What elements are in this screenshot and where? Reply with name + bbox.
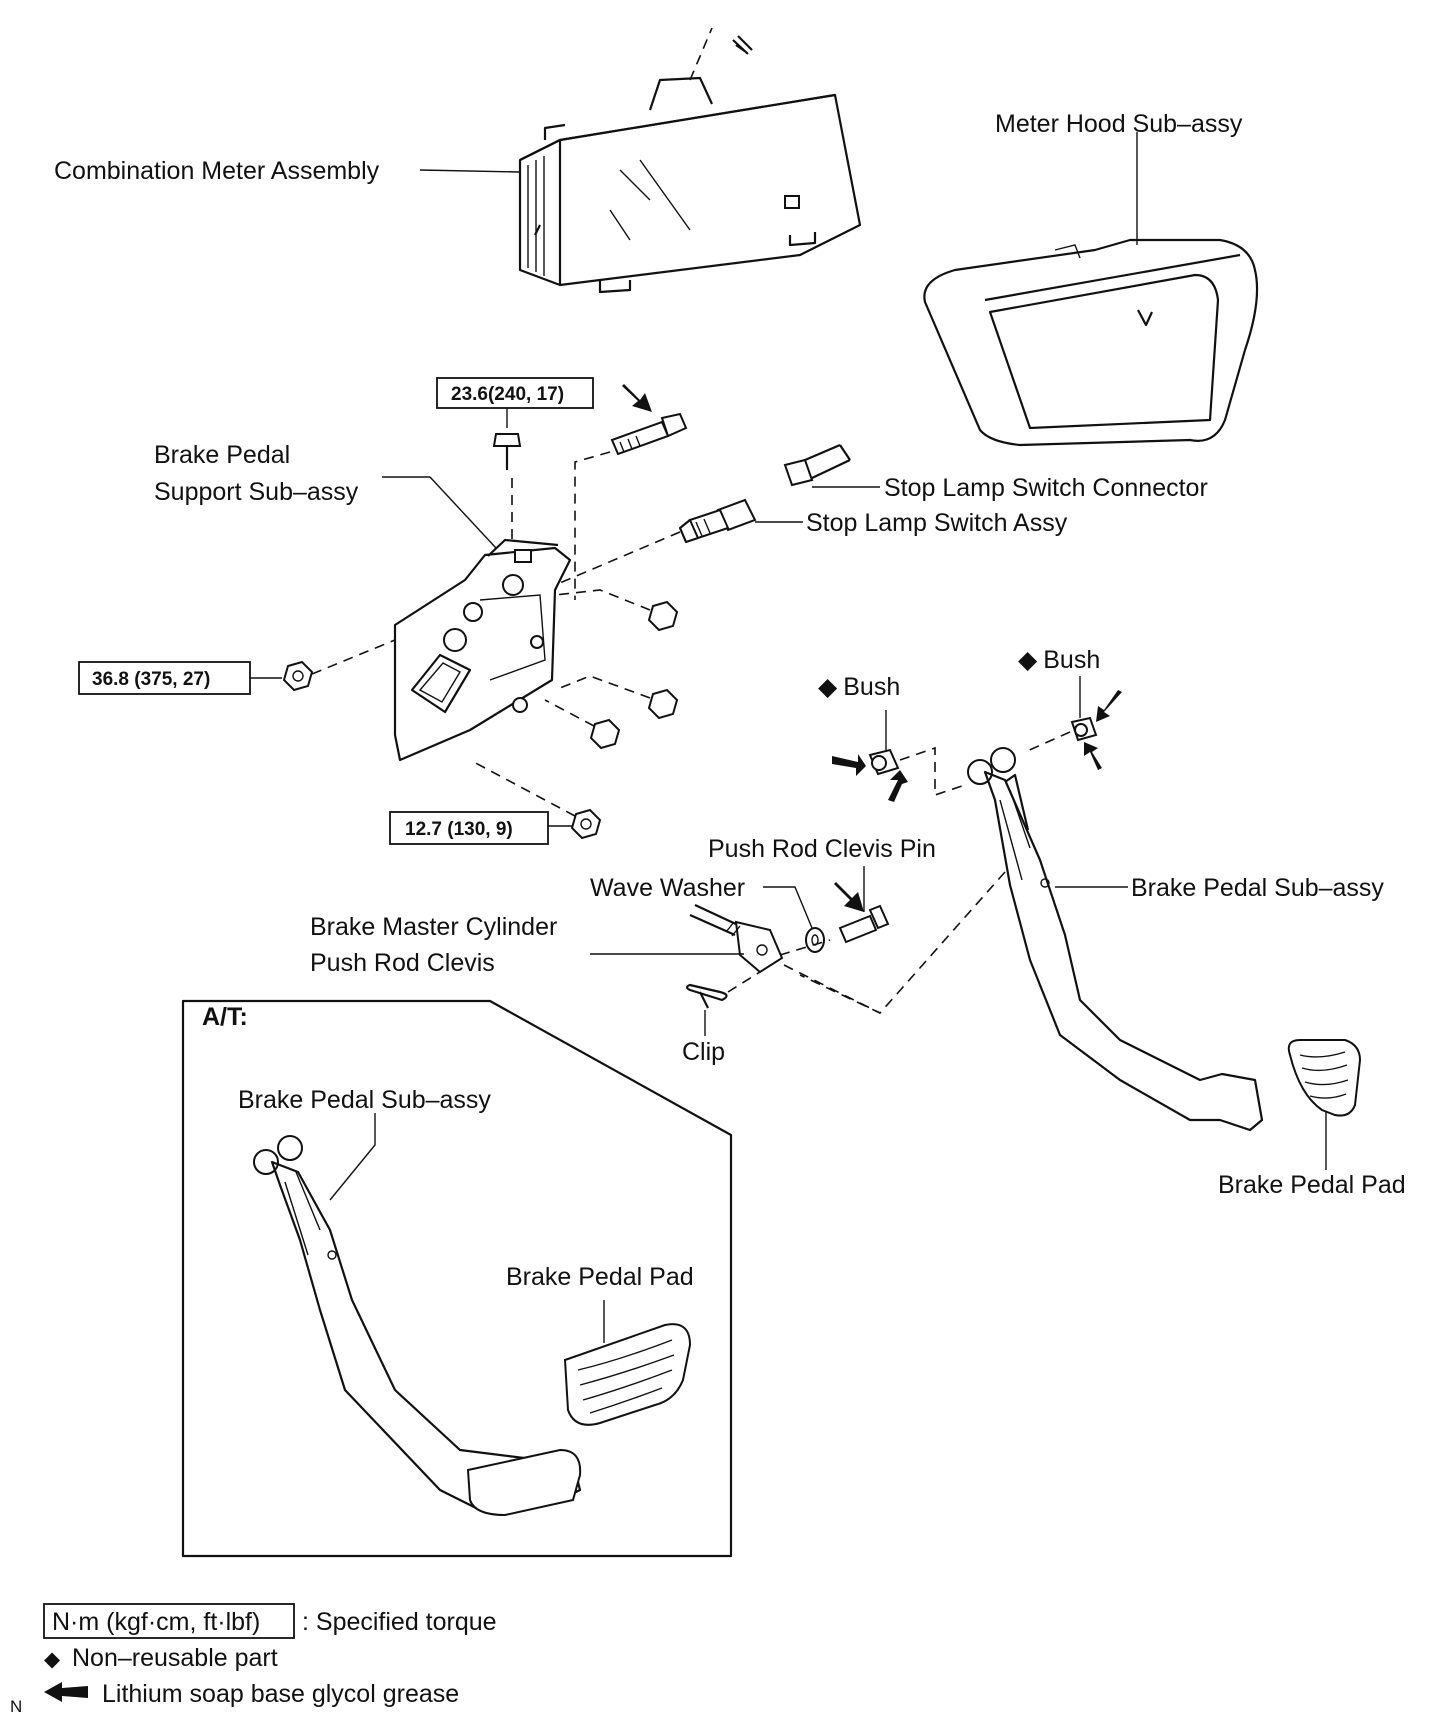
bush-right bbox=[1070, 716, 1098, 742]
bush-right-label: ◆Bush bbox=[1018, 646, 1100, 674]
meter-hood bbox=[923, 238, 1259, 447]
torque-value-36-8: 36.8 (375, 27) bbox=[92, 669, 210, 690]
nut-12-7 bbox=[570, 808, 602, 840]
at-brake-pedal-sub-assy bbox=[253, 1135, 582, 1517]
brake-pedal-sub-label: Brake Pedal Sub–assy bbox=[1131, 874, 1384, 902]
pedal-shaft-bolt bbox=[610, 412, 688, 456]
bush-left-text: Bush bbox=[843, 673, 900, 701]
wave-washer-label: Wave Washer bbox=[590, 874, 745, 902]
legend: N·m (kgf·cm, ft·lbf) : Specified torque … bbox=[10, 1603, 497, 1716]
grease-arrow-icon bbox=[834, 882, 864, 912]
brake-pedal-support bbox=[393, 538, 572, 762]
legend-corner-mark: N bbox=[10, 1697, 22, 1716]
stop-lamp-connector-label: Stop Lamp Switch Connector bbox=[884, 474, 1208, 502]
at-brake-pedal-sub-label: Brake Pedal Sub–assy bbox=[238, 1086, 491, 1114]
master-cylinder-label-2: Push Rod Clevis bbox=[310, 949, 495, 977]
legend-grease: Lithium soap base glycol grease bbox=[102, 1680, 459, 1708]
push-rod-clevis-pin bbox=[838, 904, 890, 944]
nut-36-8 bbox=[282, 660, 314, 692]
diamond-icon: ◆ bbox=[818, 673, 838, 701]
brake-pedal-sub-assy bbox=[967, 747, 1264, 1132]
brake-pedal-pad-label: Brake Pedal Pad bbox=[1218, 1171, 1406, 1199]
diamond-icon: ◆ bbox=[1018, 646, 1038, 674]
torque-box-23-6: 23.6(240, 17) bbox=[436, 377, 594, 409]
support-nuts bbox=[589, 600, 679, 750]
grease-arrow-icon bbox=[622, 384, 652, 412]
torque-value-12-7: 12.7 (130, 9) bbox=[405, 819, 513, 840]
at-brake-pedal-pad bbox=[563, 1323, 692, 1426]
arrow-left-icon bbox=[44, 1682, 88, 1702]
clip-label: Clip bbox=[682, 1038, 725, 1066]
combination-meter-assembly bbox=[518, 27, 862, 294]
bush-left bbox=[868, 748, 900, 776]
clip bbox=[685, 983, 728, 1009]
bush-left-label: ◆Bush bbox=[818, 673, 900, 701]
torque-box-36-8: 36.8 (375, 27) bbox=[78, 661, 251, 695]
stop-lamp-switch-connector bbox=[783, 443, 851, 487]
bush-right-text: Bush bbox=[1043, 646, 1100, 674]
meter-hood-label: Meter Hood Sub–assy bbox=[995, 110, 1243, 138]
grease-arrow-icon bbox=[1084, 690, 1122, 770]
torque-box-12-7: 12.7 (130, 9) bbox=[389, 811, 549, 845]
wave-washer bbox=[805, 927, 825, 953]
at-inset-title: A/T: bbox=[202, 1003, 248, 1031]
brake-pedal-pad bbox=[1287, 1039, 1362, 1117]
at-inset-panel: A/T: Brake Pedal Sub–assy Brake Pedal Pa… bbox=[181, 999, 733, 1558]
brake-pedal-support-label-2: Support Sub–assy bbox=[154, 478, 359, 506]
at-brake-pedal-pad-label: Brake Pedal Pad bbox=[506, 1263, 694, 1291]
master-cylinder-label-1: Brake Master Cylinder bbox=[310, 913, 557, 941]
torque-value-23-6: 23.6(240, 17) bbox=[451, 384, 564, 405]
master-cylinder-push-rod-clevis bbox=[689, 904, 784, 974]
stop-lamp-switch-assy bbox=[678, 498, 757, 544]
stop-lamp-switch-label: Stop Lamp Switch Assy bbox=[806, 509, 1068, 537]
bolt-23-6 bbox=[492, 433, 522, 470]
combination-meter-label: Combination Meter Assembly bbox=[54, 157, 380, 185]
legend-nonreusable: Non–reusable part bbox=[72, 1644, 278, 1672]
legend-diamond-icon: ◆ bbox=[44, 1648, 61, 1671]
push-rod-clevis-pin-label: Push Rod Clevis Pin bbox=[708, 835, 936, 863]
legend-torque-box-text: N·m (kgf·cm, ft·lbf) bbox=[52, 1608, 260, 1636]
brake-pedal-support-label-1: Brake Pedal bbox=[154, 441, 290, 469]
grease-arrow-icon bbox=[832, 754, 908, 802]
legend-torque-desc: : Specified torque bbox=[302, 1608, 497, 1636]
